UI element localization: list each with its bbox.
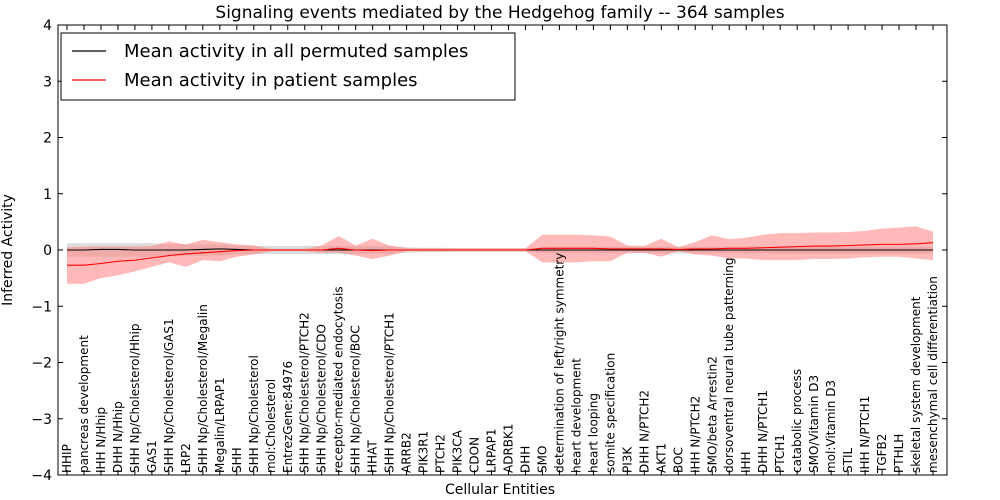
axis-ticks — [58, 24, 947, 476]
x-tick-label: PTHLH — [892, 434, 906, 473]
y-tick-label: −4 — [31, 468, 52, 484]
x-tick-label: LRP2 — [179, 443, 193, 473]
y-tick-label: 4 — [43, 18, 52, 34]
chart-title: Signaling events mediated by the Hedgeho… — [215, 3, 784, 23]
x-tick-label: SHH Np/Cholesterol/PTCH1 — [383, 312, 397, 473]
x-tick-label: IHH — [739, 451, 753, 473]
x-tick-label: ADRBK1 — [501, 423, 515, 473]
x-tick-label: determination of left/right symmetry — [552, 253, 566, 473]
x-tick-label: SHH Np/Cholesterol/GAS1 — [162, 318, 176, 473]
y-tick-labels: 4 3 2 1 0 −1 −2 −3 −4 — [31, 18, 52, 484]
x-tick-label: ARRB2 — [400, 432, 414, 473]
legend-label-patient: Mean activity in patient samples — [124, 70, 418, 91]
x-tick-label: SMO/beta Arrestin2 — [705, 356, 719, 473]
x-tick-label: SHH — [230, 447, 244, 473]
x-tick-label: receptor-mediated endocytosis — [332, 286, 346, 473]
x-tick-label: catabolic process — [790, 369, 804, 473]
confidence-bands — [67, 226, 933, 284]
legend-box — [60, 32, 516, 101]
x-tick-label: BOC — [671, 447, 685, 473]
x-tick-label: AKT1 — [654, 443, 668, 473]
x-tick-label: IHH N/PTCH1 — [858, 396, 872, 473]
x-tick-label: SHH Np/Cholesterol/CDO — [315, 324, 329, 473]
x-tick-label: DHH N/PTCH2 — [637, 390, 651, 473]
x-tick-label: SHH Np/Cholesterol/BOC — [349, 325, 363, 473]
x-tick-label: DHH — [518, 446, 532, 473]
x-tick-label: SHH Np/Cholesterol/PTCH2 — [298, 312, 312, 473]
x-tick-label: SHH Np/Cholesterol — [247, 355, 261, 473]
x-tick-label: SMO — [535, 446, 549, 473]
x-axis-label: Cellular Entities — [445, 482, 555, 498]
x-tick-label: TGFB2 — [875, 434, 889, 474]
x-tick-label: HHAT — [366, 440, 380, 473]
x-tick-label: STIL — [841, 448, 855, 473]
x-tick-label: skeletal system development — [909, 296, 923, 473]
series-line-patient — [67, 242, 934, 266]
y-tick-label: 0 — [43, 243, 52, 259]
x-tick-label: DHH N/PTCH1 — [756, 390, 770, 473]
y-tick-label: −2 — [31, 356, 52, 372]
plot-frame — [57, 24, 948, 476]
x-tick-label: PIK3CA — [451, 429, 465, 473]
x-tick-label: mol:Cholesterol — [264, 379, 278, 473]
x-tick-label: mesenchymal cell differentiation — [926, 276, 940, 473]
x-tick-label: CDON — [468, 437, 482, 473]
x-tick-label: HHIP — [60, 444, 74, 473]
x-tick-label: mol:Vitamin D3 — [824, 380, 838, 473]
legend: Mean activity in all permuted samples Me… — [60, 32, 516, 101]
x-tick-label: IHH N/PTCH2 — [688, 396, 702, 473]
band-patient — [67, 226, 933, 284]
series-lines — [67, 242, 934, 266]
x-tick-label: heart looping — [586, 393, 600, 473]
x-tick-label: heart development — [569, 358, 583, 473]
x-tick-label: somite specification — [603, 353, 617, 473]
y-tick-label: 1 — [43, 187, 52, 203]
legend-label-permuted: Mean activity in all permuted samples — [124, 41, 468, 62]
y-tick-label: 3 — [43, 74, 52, 90]
x-tick-label: PTCH2 — [434, 434, 448, 473]
x-tick-label: SMO/Vitamin D3 — [807, 375, 821, 473]
y-axis-label: Inferred Activity — [0, 194, 16, 306]
x-tick-label: pancreas development — [77, 335, 91, 473]
y-tick-label: −1 — [31, 299, 52, 315]
x-tick-label: SHH Np/Cholesterol/Hhip — [128, 324, 142, 473]
x-tick-label: IHH N/Hhip — [94, 407, 108, 473]
x-tick-label: Megalin/LRPAP1 — [213, 377, 227, 473]
y-tick-label: −3 — [31, 412, 52, 428]
y-tick-label: 2 — [43, 131, 52, 147]
x-tick-label: dorsoventral neural tube patterning — [722, 257, 736, 473]
x-tick-label: DHH N/Hhip — [111, 401, 125, 473]
x-tick-label: PIK3R1 — [417, 431, 431, 473]
x-tick-label: LRPAP1 — [485, 428, 499, 473]
x-tick-label: SHH Np/Cholesterol/Megalin — [196, 304, 210, 473]
x-tick-label: GAS1 — [145, 440, 159, 473]
x-tick-label: EntrezGene:84976 — [281, 361, 295, 473]
x-tick-label: PI3K — [620, 446, 634, 473]
x-tick-label: PTCH1 — [773, 434, 787, 473]
